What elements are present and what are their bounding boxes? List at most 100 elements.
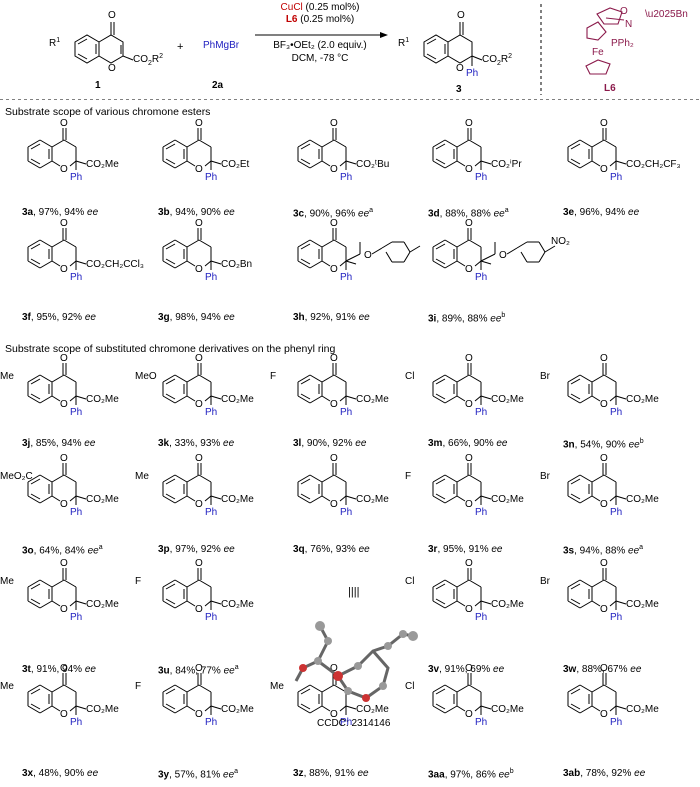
ester-label: CO₂Me bbox=[221, 599, 254, 610]
ring-o: O bbox=[465, 709, 473, 720]
ring-o: O bbox=[195, 399, 203, 410]
carbonyl-o: O bbox=[600, 453, 608, 464]
compound-yield-ee: , 98%, 94% bbox=[169, 312, 224, 323]
ester-label: CO₂Bn bbox=[221, 259, 252, 270]
ring-substituent: Cl bbox=[405, 681, 414, 692]
footnote-mark: a bbox=[98, 544, 103, 551]
ee-label: ee bbox=[355, 438, 367, 449]
cond-line-1: CuCl (0.25 mol%) bbox=[280, 2, 360, 13]
ph-label: Ph bbox=[340, 717, 352, 728]
product-ester: CO2R2 bbox=[482, 53, 512, 67]
compound-yield-ee: , 97%, 94% bbox=[33, 207, 88, 218]
ligand-pph2: PPh₂ bbox=[611, 38, 634, 49]
compound-id: 3u bbox=[158, 665, 170, 677]
compound-label-3ab: 3ab, 78%, 92% ee bbox=[563, 768, 645, 779]
ph-label: Ph bbox=[205, 612, 217, 623]
ph-label: Ph bbox=[610, 172, 622, 183]
footnote-mark: a bbox=[234, 664, 239, 671]
ph-label: Ph bbox=[70, 717, 82, 728]
ph-label: Ph bbox=[475, 507, 487, 518]
ring-o: O bbox=[195, 709, 203, 720]
ester-label: CO₂CH₂CF₃ bbox=[626, 159, 681, 170]
ph-label: Ph bbox=[340, 407, 352, 418]
ring-substituent: MeO bbox=[135, 371, 157, 382]
compound-yield-ee: , 66%, 90% bbox=[442, 438, 497, 449]
ester-label: CO₂Me bbox=[626, 704, 659, 715]
ring-substituent: Cl bbox=[405, 371, 414, 382]
compound-label-3m: 3m, 66%, 90% ee bbox=[428, 438, 508, 449]
ring-o: O bbox=[60, 264, 68, 275]
compound-id: 3h bbox=[293, 312, 305, 323]
ph-label: Ph bbox=[205, 272, 217, 283]
compound-id: 3t bbox=[22, 664, 31, 675]
compound-yield-ee: , 95%, 92% bbox=[30, 312, 85, 323]
compound-id: 3z bbox=[293, 768, 304, 779]
ring-o: O bbox=[330, 709, 338, 720]
ee-label: ee bbox=[358, 544, 370, 555]
equals-sign: |||| bbox=[348, 586, 360, 598]
footnote-mark: a bbox=[504, 207, 509, 214]
carbonyl-o: O bbox=[330, 353, 338, 364]
ring-substituent: Br bbox=[540, 371, 551, 382]
compound-label-3h: 3h, 92%, 91% ee bbox=[293, 312, 370, 323]
ee-label: ee bbox=[634, 768, 646, 779]
carbonyl-o: O bbox=[465, 118, 473, 129]
carbonyl-o: O bbox=[465, 663, 473, 674]
footnote-mark: a bbox=[639, 544, 644, 551]
compound-label-3b: 3b, 94%, 90% ee bbox=[158, 207, 235, 218]
compound-id: 3b bbox=[158, 207, 170, 218]
compound-label-3d: 3d, 88%, 88% eea bbox=[428, 207, 509, 219]
ph-label: Ph bbox=[340, 272, 352, 283]
product-co: O bbox=[457, 10, 465, 21]
ring-substituent: Me bbox=[270, 681, 284, 692]
ee-label: ee bbox=[491, 544, 503, 555]
compound-id: 3o bbox=[22, 545, 34, 557]
ee-label: ee bbox=[498, 769, 510, 781]
ph-label: Ph bbox=[340, 172, 352, 183]
ring-o: O bbox=[600, 709, 608, 720]
ee-label: ee bbox=[84, 312, 96, 323]
ring-o: O bbox=[600, 604, 608, 615]
ee-label: ee bbox=[493, 664, 505, 675]
ring-o: O bbox=[465, 264, 473, 275]
compound-id: 3c bbox=[293, 208, 305, 220]
ph-label: Ph bbox=[475, 172, 487, 183]
section-title-substituted: Substrate scope of substituted chromone … bbox=[5, 343, 336, 355]
chromone-o: O bbox=[108, 10, 116, 21]
ph-label: Ph bbox=[205, 172, 217, 183]
compound-yield-ee: , 84%, 77% bbox=[169, 665, 224, 677]
compound-id: 3w bbox=[563, 664, 577, 675]
ph-label: Ph bbox=[70, 612, 82, 623]
compound-label-3o: 3o, 64%, 84% eea bbox=[22, 544, 103, 556]
compound-label-3k: 3k, 33%, 93% ee bbox=[158, 438, 234, 449]
compound-label-3u: 3u, 84%, 77% eea bbox=[158, 664, 239, 676]
ring-o: O bbox=[60, 499, 68, 510]
ring-substituent: Me bbox=[0, 576, 14, 587]
ring-substituent: Me bbox=[0, 371, 14, 382]
ee-label: ee bbox=[87, 768, 99, 779]
compound-id: 3d bbox=[428, 208, 440, 220]
carbonyl-o: O bbox=[600, 663, 608, 674]
ph-label: Ph bbox=[70, 507, 82, 518]
compound-yield-ee: , 94%, 90% bbox=[169, 207, 224, 218]
compound-yield-ee: , 91%, 69% bbox=[439, 664, 494, 675]
ester-o: O bbox=[499, 250, 507, 261]
ester-label: CO₂ⁱPr bbox=[491, 159, 522, 170]
ester-label: CO₂Me bbox=[626, 394, 659, 405]
ring-o: O bbox=[195, 499, 203, 510]
compound-label-3j: 3j, 85%, 94% ee bbox=[22, 438, 95, 449]
compound-id: 3e bbox=[563, 207, 575, 218]
compound-yield-ee: , 90%, 92% bbox=[301, 438, 356, 449]
ee-label: ee bbox=[223, 544, 235, 555]
ph-label: Ph bbox=[610, 507, 622, 518]
compound-id: 3q bbox=[293, 544, 305, 555]
